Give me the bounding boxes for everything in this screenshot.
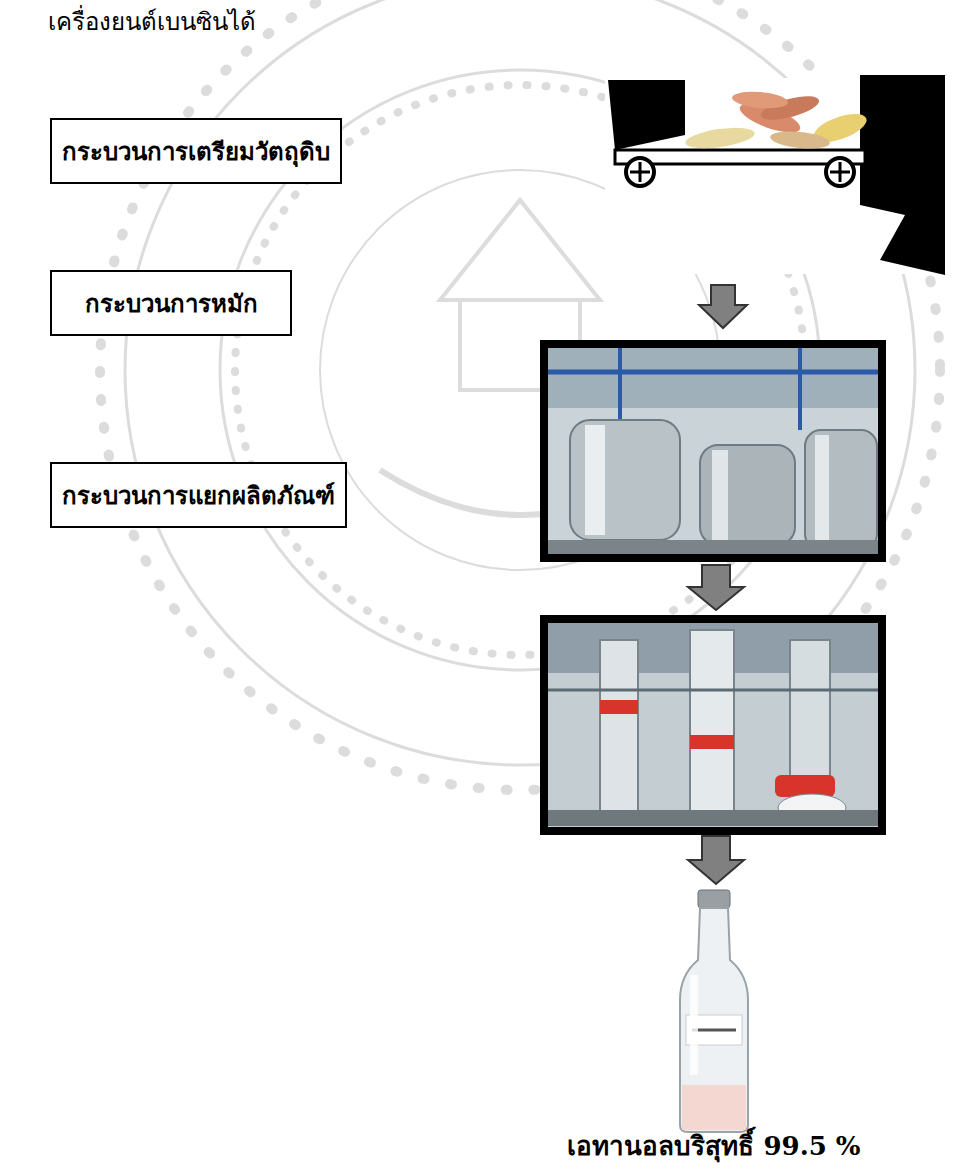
cut-text: เครื่องยนต์เบนซินได้ (48, 2, 256, 41)
process-box: กระบวนการแยกผลิตภัณฑ์ (50, 462, 347, 528)
fermentation-photo (544, 344, 882, 558)
process-box: กระบวนการเตรียมวัตถุดิบ (50, 118, 342, 184)
process-label: กระบวนการหมัก (85, 284, 258, 323)
ethanol-bottle (680, 890, 748, 1132)
process-box: กระบวนการหมัก (50, 270, 292, 336)
process-label: กระบวนการแยกผลิตภัณฑ์ (62, 476, 335, 515)
conveyor-illustration (605, 75, 945, 275)
distillation-photo (544, 619, 882, 831)
process-label: กระบวนการเตรียมวัตถุดิบ (62, 132, 330, 171)
product-caption: เอทานอลบริสุทธิ์ 99.5 % (567, 1125, 860, 1166)
